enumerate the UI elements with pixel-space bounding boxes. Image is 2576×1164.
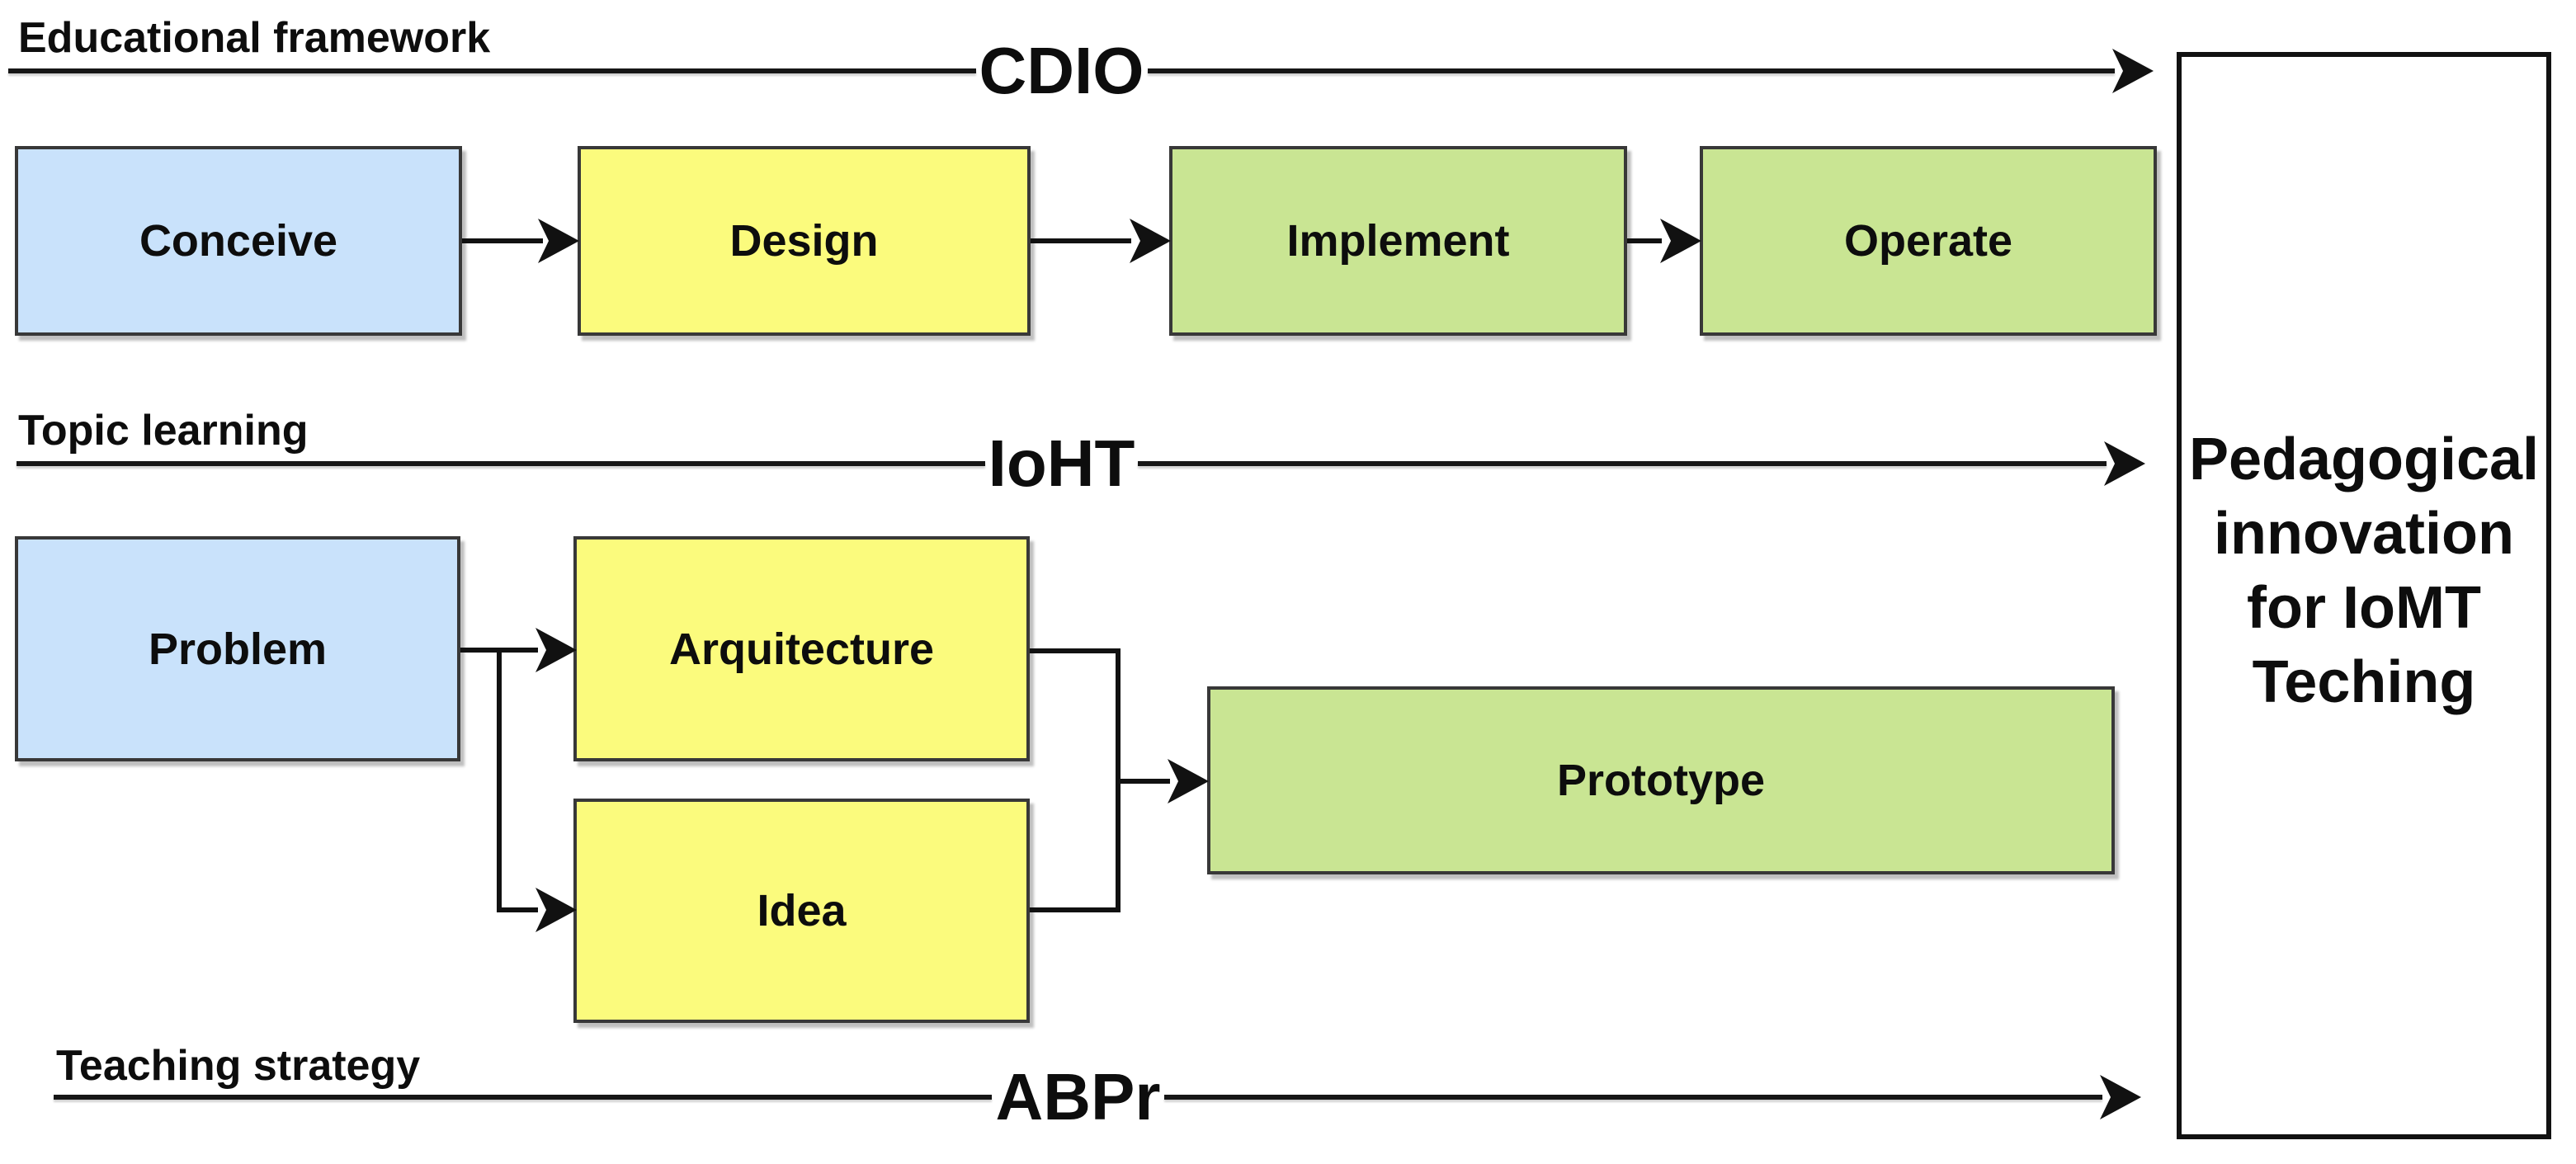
line-segment xyxy=(8,68,976,73)
line-segment xyxy=(17,461,985,466)
line-segment xyxy=(1147,68,2115,73)
implement-label: Implement xyxy=(1286,216,1510,266)
ioht-tag: IoHT xyxy=(988,426,1135,500)
connector-idea-out xyxy=(1030,907,1121,912)
cdio-tag: CDIO xyxy=(979,34,1144,107)
problem-label: Problem xyxy=(148,624,328,674)
arrow-head-icon xyxy=(535,628,577,672)
teaching-strategy-label: Teaching strategy xyxy=(56,1042,421,1090)
connector-conceive-design xyxy=(462,238,543,243)
arrow-head-icon xyxy=(1660,219,1701,263)
topic-learning-label: Topic learning xyxy=(18,407,309,455)
abpr-axis-line: ABPr xyxy=(54,1058,2142,1137)
ioht-axis-line: IoHT xyxy=(17,424,2146,503)
conceive-label: Conceive xyxy=(139,216,338,266)
line-segment xyxy=(54,1095,993,1100)
arrow-head-icon xyxy=(2100,1075,2142,1119)
connector-design-implement xyxy=(1031,238,1131,243)
arrow-head-icon xyxy=(2104,441,2146,486)
abpr-tag: ABPr xyxy=(995,1060,1161,1133)
operate-label: Operate xyxy=(1843,216,2013,266)
conceive-box: Conceive xyxy=(15,146,462,336)
design-box: Design xyxy=(578,146,1031,336)
connector-problem-branch xyxy=(497,648,502,912)
arrow-head-icon xyxy=(1130,219,1171,263)
idea-box: Idea xyxy=(573,799,1030,1023)
connector-prototype-in xyxy=(1116,779,1170,784)
prototype-label: Prototype xyxy=(1556,756,1766,805)
prototype-box: Prototype xyxy=(1207,686,2115,874)
design-label: Design xyxy=(729,216,879,266)
educational-framework-label: Educational framework xyxy=(18,14,491,62)
idea-label: Idea xyxy=(757,886,847,935)
pedagogical-innovation-box: Pedagogical innovation for IoMT Teching xyxy=(2177,52,2551,1139)
arrow-head-icon xyxy=(538,219,579,263)
implement-box: Implement xyxy=(1169,146,1627,336)
cdio-axis-line: CDIO xyxy=(8,31,2154,111)
arquitecture-label: Arquitecture xyxy=(668,624,935,674)
connector-problem-idea xyxy=(497,907,538,912)
line-segment xyxy=(1138,461,2107,466)
arquitecture-box: Arquitecture xyxy=(573,536,1030,761)
line-segment xyxy=(1163,1095,2103,1100)
problem-box: Problem xyxy=(15,536,460,761)
arrow-head-icon xyxy=(535,888,577,932)
connector-arquitecture-out xyxy=(1030,648,1121,653)
connector-implement-operate xyxy=(1627,238,1662,243)
pedagogical-innovation-label: Pedagogical innovation for IoMT Teching xyxy=(2188,426,2540,715)
operate-box: Operate xyxy=(1700,146,2157,336)
arrow-head-icon xyxy=(1168,759,1209,803)
arrow-head-icon xyxy=(2112,49,2154,93)
